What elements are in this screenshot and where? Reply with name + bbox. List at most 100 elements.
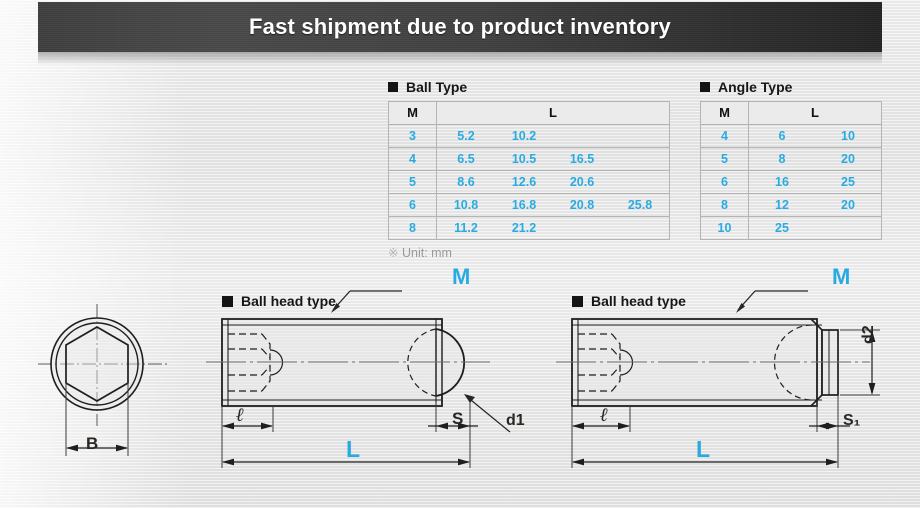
ball-type-table-block: Ball Type M L 3 5.2 10.2 4 6.5 10.5 16.5 5 8.6 12… (388, 79, 670, 260)
cell-m: 3 (388, 124, 437, 148)
table-row: 3 5.2 10.2 (388, 124, 670, 148)
cell-l-value: 21.2 (511, 221, 537, 235)
cell-l-value: 8 (778, 152, 786, 166)
dimension-label-d1: d1 (506, 412, 525, 429)
table-row: 4 6 10 (700, 124, 882, 148)
cell-m: 8 (388, 216, 437, 240)
cell-l-value: 20 (841, 198, 855, 212)
cell-l: 8.6 12.6 20.6 (436, 170, 670, 194)
table-row: 5 8.6 12.6 20.6 (388, 170, 670, 194)
column-header-m: M (388, 101, 437, 125)
cell-l: 11.2 21.2 (436, 216, 670, 240)
cell-l-value: 20.6 (569, 175, 595, 189)
cell-l: 25 (748, 216, 882, 240)
table-row: 4 6.5 10.5 16.5 (388, 147, 670, 171)
cell-l: 5.2 10.2 (436, 124, 670, 148)
dimension-label-s1: S₁ (843, 412, 861, 429)
table-row: 8 12 20 (700, 193, 882, 217)
cell-l-value: 5.2 (457, 129, 475, 143)
table-row: 10 25 (700, 216, 882, 240)
cell-l-value: 16 (775, 175, 789, 189)
cell-l-value (553, 125, 611, 147)
column-header-m: M (700, 101, 749, 125)
ball-head-heading-right: Ball head type (572, 293, 686, 309)
cell-l-value (553, 217, 611, 239)
cell-l-value: 8.6 (457, 175, 475, 189)
cell-l-value: 25.8 (627, 198, 653, 212)
cell-m: 4 (388, 147, 437, 171)
table-header-row: M L (700, 101, 882, 125)
cell-l-value: 6.5 (457, 152, 475, 166)
unit-note-mark: ※ (388, 246, 399, 260)
dimension-label-l-lower-right: ℓ (600, 405, 609, 426)
cell-l: 8 20 (748, 147, 882, 171)
cell-l-value: 6 (778, 129, 786, 143)
callout-label-m-right: M (832, 264, 851, 289)
cell-m: 5 (700, 147, 749, 171)
cell-m: 4 (700, 124, 749, 148)
cell-l-value: 10 (841, 129, 855, 143)
cell-l: 12 20 (748, 193, 882, 217)
cell-l-value (611, 148, 669, 170)
square-bullet-icon (222, 295, 233, 307)
table-row: 5 8 20 (700, 147, 882, 171)
header-banner: Fast shipment due to product inventory (38, 2, 882, 52)
banner-shadow (38, 52, 882, 65)
banner-title: Fast shipment due to product inventory (249, 14, 671, 39)
cell-l-value: 10.5 (511, 152, 537, 166)
cell-l-value (611, 171, 669, 193)
cell-l: 6 10 (748, 124, 882, 148)
cell-l-value: 12 (775, 198, 789, 212)
cell-l-value: 10.8 (453, 198, 479, 212)
dimension-label-d2: d2 (860, 325, 877, 344)
cell-m: 5 (388, 170, 437, 194)
unit-note-text: Unit: mm (401, 246, 452, 260)
cell-l: 6.5 10.5 16.5 (436, 147, 670, 171)
ball-type-heading: Ball Type (388, 79, 670, 95)
hex-socket-end-view (38, 304, 168, 456)
unit-note: ※ Unit: mm (388, 245, 670, 260)
cell-m: 6 (388, 193, 437, 217)
ball-head-heading-middle: Ball head type (222, 293, 336, 309)
cell-l-value: 16.5 (569, 152, 595, 166)
column-header-l: L (436, 101, 670, 125)
callout-label-m-middle: M (452, 264, 471, 289)
cell-l-value: 20.8 (569, 198, 595, 212)
ball-head-title-right: Ball head type (591, 293, 686, 309)
ball-head-screw-drawing (206, 290, 511, 468)
cell-l-value: 12.6 (511, 175, 537, 189)
dimension-label-b: B (86, 434, 99, 453)
dimension-label-l-lower-middle: ℓ (236, 405, 245, 426)
ball-type-title: Ball Type (406, 79, 468, 95)
square-bullet-icon (388, 82, 398, 92)
column-header-l: L (748, 101, 882, 125)
square-bullet-icon (572, 295, 583, 307)
cell-l-value (815, 217, 881, 239)
table-row: 6 10.8 16.8 20.8 25.8 (388, 193, 670, 217)
cell-l-value (611, 217, 669, 239)
dimension-label-L-middle: L (346, 436, 361, 462)
cell-l-value: 10.2 (511, 129, 537, 143)
cell-l-value: 25 (775, 221, 789, 235)
cell-m: 6 (700, 170, 749, 194)
angle-type-heading: Angle Type (700, 79, 882, 95)
cell-m: 10 (700, 216, 749, 240)
cell-m: 8 (700, 193, 749, 217)
cell-l-value (611, 125, 669, 147)
table-row: 8 11.2 21.2 (388, 216, 670, 240)
angle-head-screw-drawing (556, 290, 880, 468)
dimension-label-s: S (452, 409, 464, 428)
cell-l-value: 16.8 (511, 198, 537, 212)
cell-l-value: 11.2 (454, 221, 478, 235)
cell-l: 10.8 16.8 20.8 25.8 (436, 193, 670, 217)
cell-l-value: 20 (841, 152, 855, 166)
square-bullet-icon (700, 82, 710, 92)
ball-head-title-middle: Ball head type (241, 293, 336, 309)
table-header-row: M L (388, 101, 670, 125)
